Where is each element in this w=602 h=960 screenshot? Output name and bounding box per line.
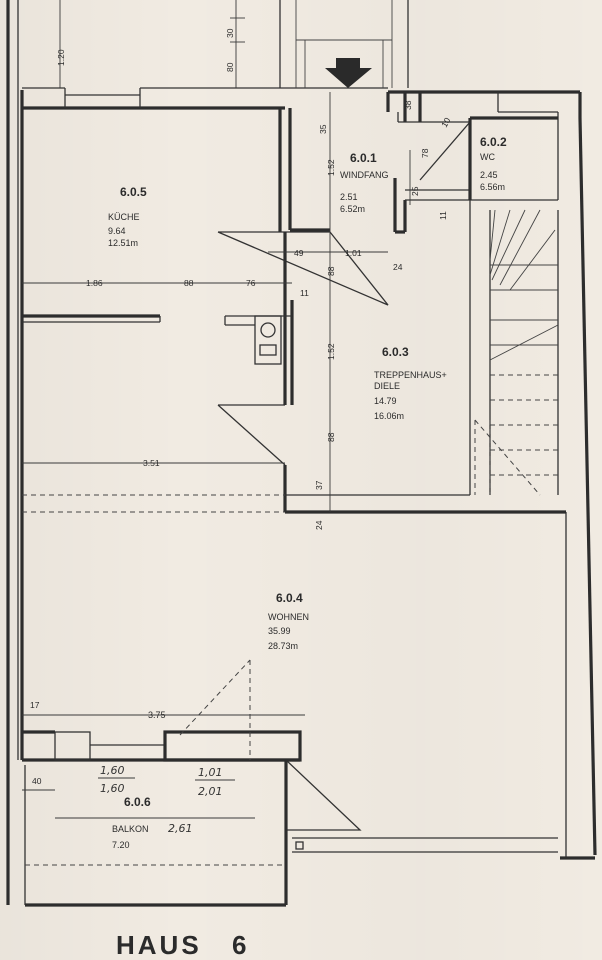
dim-label: 76 [246,278,256,288]
handwritten-notes: 1,60 1,60 1,01 2,01 2,61 [100,764,223,835]
dim-label: 10 [439,116,453,129]
room-number: 6.0.1 [350,151,377,165]
room-area: 14.79 [374,396,397,406]
house-label: HAUS [116,930,202,960]
dim-label: 1.20 [56,49,66,66]
house-number: 6 [232,930,249,960]
room-windfang: 6.0.1 WINDFANG 2.51 6.52m [340,151,389,214]
dim-label: 3.51 [143,458,160,468]
dim-label: 49 [294,248,304,258]
room-number: 6.0.4 [276,591,303,605]
dimension-labels: 1.20 30 80 38 35 1.52 78 25 10 11 49 1.0… [30,28,453,786]
hand-note: 1,60 [100,782,125,795]
room-name: KÜCHE [108,212,140,222]
hand-note: 1,60 [100,764,125,777]
dim-label: 40 [32,776,42,786]
room-area: 2.45 [480,170,498,180]
hand-note: 1,01 [198,766,223,779]
room-number: 6.0.6 [124,795,151,809]
room-wohnen: 6.0.4 WOHNEN 35.99 28.73m [268,591,309,651]
room-kueche: 6.0.5 KÜCHE 9.64 12.51m [108,185,147,248]
hand-note: 2,61 [168,822,193,835]
outer-walls [6,0,597,905]
room-area: 35.99 [268,626,291,636]
room-area: 7.20 [112,840,130,850]
dim-label: 35 [318,124,328,134]
room-perimeter: 16.06m [374,411,404,421]
room-perimeter: 6.56m [480,182,505,192]
room-perimeter: 28.73m [268,641,298,651]
dim-label: 38 [403,100,413,110]
room-name: WC [480,152,495,162]
dim-label: 24 [314,520,324,530]
dim-label: 11 [438,211,448,220]
room-area: 9.64 [108,226,126,236]
dim-label: 1.52 [326,159,336,176]
room-treppenhaus: 6.0.3 TREPPENHAUS+ DIELE 14.79 16.06m [374,345,447,421]
entrance-arrow-icon [325,68,372,88]
room-name: WINDFANG [340,170,389,180]
dim-label: 88 [326,432,336,442]
balcony-outline [24,760,558,907]
dim-label: 3.75 [148,710,166,720]
interior-walls [22,232,566,762]
dim-label: 1.86 [86,278,103,288]
room-number: 6.0.3 [382,345,409,359]
dim-label: 1.01 [345,248,362,258]
entry-walls [290,92,558,234]
dim-label: 37 [314,480,324,490]
entrance-canopy [279,0,409,88]
dim-label: 88 [326,266,336,276]
dim-label: 30 [225,28,235,38]
room-name-line2: DIELE [374,381,400,391]
room-balkon: 6.0.6 BALKON 7.20 [112,795,151,850]
dim-label: 78 [420,148,430,158]
plan-title: HAUS 6 [116,930,249,960]
dimension-lines [22,0,411,819]
room-name: WOHNEN [268,612,309,622]
room-perimeter: 6.52m [340,204,365,214]
staircase [469,200,559,496]
dim-label: 11 [300,288,309,298]
room-perimeter: 12.51m [108,238,138,248]
dim-label: 88 [184,278,194,288]
door-swings [217,231,389,831]
room-number: 6.0.2 [480,135,507,149]
dim-label: 1.52 [326,343,336,360]
dim-label: 17 [30,700,40,710]
room-number: 6.0.5 [120,185,147,199]
room-wc: 6.0.2 WC 2.45 6.56m [480,135,507,192]
dim-label: 25 [410,186,420,196]
room-name: TREPPENHAUS+ [374,370,447,380]
room-name: BALKON [112,824,149,834]
dim-label: 24 [393,262,403,272]
dim-label: 80 [225,62,235,72]
hand-note: 2,01 [198,785,223,798]
room-area: 2.51 [340,192,358,202]
